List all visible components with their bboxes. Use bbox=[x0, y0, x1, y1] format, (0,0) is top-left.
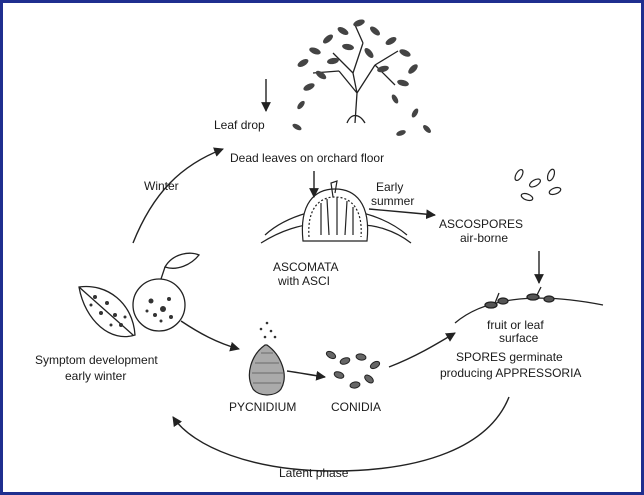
early-summer-arrow bbox=[368, 208, 436, 220]
winter-label: Winter bbox=[144, 179, 179, 193]
disease-cycle-diagram: Leaf drop Dead leaves on orchard floor W… bbox=[35, 19, 604, 480]
surface-icon bbox=[454, 286, 604, 324]
symptom-development-label: Symptom development bbox=[35, 353, 158, 367]
winter-arrow bbox=[132, 147, 224, 244]
to-pycnidium-arrow bbox=[180, 320, 240, 352]
ascospore-icon bbox=[514, 168, 562, 202]
to-conidia-arrow bbox=[286, 370, 326, 381]
fruit-or-leaf-label: fruit or leaf bbox=[487, 318, 544, 332]
early-winter-label: early winter bbox=[65, 369, 126, 383]
spores-germinate-label: SPORES germinate bbox=[456, 350, 563, 364]
producing-appressoria-label: producing APPRESSORIA bbox=[440, 366, 581, 380]
tree-icon bbox=[292, 19, 431, 136]
with-asci-label: with ASCI bbox=[277, 274, 330, 288]
pycnidium-label: PYCNIDIUM bbox=[229, 400, 296, 414]
latent-phase-label: Latent phase bbox=[279, 466, 349, 480]
air-borne-label: air-borne bbox=[460, 231, 508, 245]
pycnidium-icon bbox=[248, 321, 285, 396]
latent-phase-arrow bbox=[172, 396, 510, 472]
conidia-icon bbox=[325, 350, 381, 389]
surface-label: surface bbox=[499, 331, 539, 345]
leaf-icon bbox=[78, 285, 136, 338]
leaf-drop-label: Leaf drop bbox=[214, 118, 265, 132]
ascoma-icon bbox=[260, 180, 412, 244]
conidia-label: CONIDIA bbox=[331, 400, 381, 414]
ascomata-label: ASCOMATA bbox=[273, 260, 339, 274]
conidia-to-surface-arrow bbox=[388, 332, 456, 368]
fruit-icon bbox=[132, 252, 201, 332]
summer-label: summer bbox=[371, 194, 414, 208]
ascospores-label: ASCOSPORES bbox=[439, 217, 523, 231]
dead-leaves-label: Dead leaves on orchard floor bbox=[230, 151, 384, 165]
cycle-arrows bbox=[132, 79, 544, 472]
early-label: Early bbox=[376, 180, 403, 194]
